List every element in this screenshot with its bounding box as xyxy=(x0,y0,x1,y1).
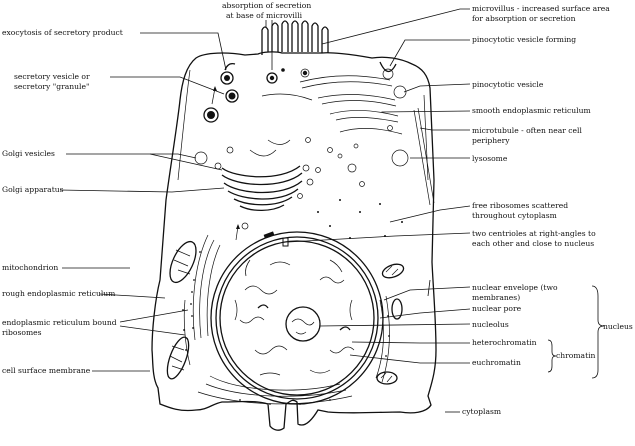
golgi-apparatus-stack xyxy=(221,139,303,212)
label-euchromatin: euchromatin xyxy=(472,358,521,367)
free-ribosomes xyxy=(317,199,403,239)
label-cell-surface-membrane: cell surface membrane xyxy=(2,366,91,375)
nucleus-body xyxy=(210,231,384,405)
label-pinocytotic-vesicle-forming: pinocytotic vesicle forming xyxy=(472,35,576,44)
label-lysosome: lysosome xyxy=(472,154,508,163)
label-chromatin: chromatin xyxy=(556,351,596,360)
label-secretory-vesicle: secretory vesicle or secretory "granule" xyxy=(14,72,92,91)
mitochondria xyxy=(166,240,405,385)
absorption-vesicles xyxy=(266,68,310,84)
label-cytoplasm: cytoplasm xyxy=(462,407,501,416)
golgi-vesicles-group xyxy=(194,146,314,241)
label-pinocytotic-vesicle: pinocytotic vesicle xyxy=(472,80,544,89)
label-free-ribosomes: free ribosomes scattered throughout cyto… xyxy=(472,201,571,220)
label-smooth-er: smooth endoplasmic reticulum xyxy=(472,106,591,115)
label-nuclear-envelope: nuclear envelope (two membranes) xyxy=(472,283,560,302)
smooth-endoplasmic-reticulum xyxy=(261,75,403,135)
label-nucleolus: nucleolus xyxy=(472,320,509,329)
label-golgi-vesicles: Golgi vesicles xyxy=(2,149,55,158)
label-nuclear-pore: nuclear pore xyxy=(472,304,522,313)
labels: absorption of secretion at base of micro… xyxy=(2,1,633,416)
rough-endoplasmic-reticulum xyxy=(183,234,390,405)
pinocytotic-vesicles xyxy=(379,61,407,99)
label-rough-er: rough endoplasmic reticulum xyxy=(2,289,115,298)
label-microvillus: microvillus - increased surface area for… xyxy=(472,4,612,23)
label-exocytosis: exocytosis of secretory product xyxy=(2,28,123,37)
label-absorption: absorption of secretion at base of micro… xyxy=(222,1,314,20)
microtubules xyxy=(413,107,435,206)
label-nucleus: nucleus xyxy=(603,322,633,331)
secretory-vesicles xyxy=(203,62,239,123)
label-golgi-apparatus: Golgi apparatus xyxy=(2,185,64,194)
cell-surface-membrane-outline xyxy=(151,51,437,431)
leader-lines xyxy=(59,8,605,413)
label-mitochondrion: mitochondrion xyxy=(2,263,58,272)
label-microtubule: microtubule - often near cell periphery xyxy=(472,126,584,145)
label-centrioles: two centrioles at right-angles to each o… xyxy=(472,229,598,248)
label-er-bound-ribosomes: endoplasmic reticulum bound ribosomes xyxy=(2,318,119,337)
lysosomes xyxy=(305,125,409,187)
label-heterochromatin: heterochromatin xyxy=(472,338,537,347)
nucleolus-body xyxy=(285,306,321,342)
